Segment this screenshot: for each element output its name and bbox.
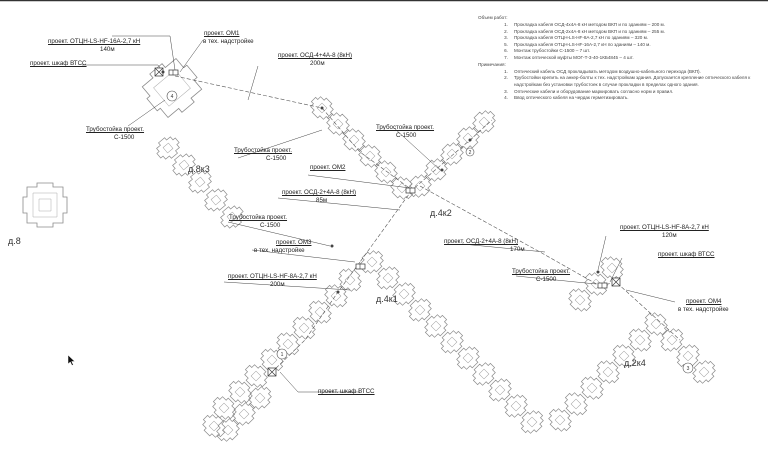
building-top-left bbox=[141, 57, 203, 119]
work-item: 5.Прокладка кабеля ОТЦН-LS-HF-16А-2,7 кН… bbox=[504, 41, 651, 47]
notes-block: Объем работ: 1.Прокладка кабеля ОСД-4х4А… bbox=[478, 15, 768, 102]
pipe-stand-5 bbox=[596, 270, 600, 274]
building-d2k4 bbox=[544, 252, 720, 436]
om2-coupler bbox=[405, 187, 416, 194]
stair-bubble-4: 4 bbox=[171, 94, 174, 100]
remark-item: 4.Ввод оптического кабеля на чердак герм… bbox=[504, 95, 629, 101]
building-lower-arm bbox=[212, 382, 276, 446]
label-osd2-170-length: 170м bbox=[510, 246, 525, 253]
stair-bubble-1-circle bbox=[276, 348, 288, 360]
label-pipe-stand-4: Трубостойка проект. bbox=[229, 214, 288, 221]
pipe-stand-4 bbox=[330, 244, 334, 248]
label-pipe-stand-5-sub: С-1500 bbox=[536, 276, 557, 283]
label-osd2-85-length: 85м bbox=[316, 197, 328, 204]
remark-item: 2.Трубостойки крепить на анкер-болты к т… bbox=[504, 75, 751, 87]
label-otcn8-120: проект. ОТЦН-LS-HF-8А-2,7 кН bbox=[620, 224, 709, 231]
pipe-stand-7 bbox=[336, 290, 340, 294]
label-osd4: проект. ОСД-4+4А-8 (8кН) bbox=[278, 52, 353, 59]
building-label-d4k2: д.4к2 bbox=[430, 208, 452, 218]
pipe-stand-3 bbox=[440, 168, 444, 172]
building-label-d4k1: д.4к1 bbox=[376, 294, 398, 304]
label-pipe-stand-3: Трубостойка проект. bbox=[234, 147, 293, 154]
mouse-cursor-icon bbox=[68, 355, 76, 366]
stair-bubble-3-circle bbox=[682, 362, 694, 374]
om4-coupler bbox=[597, 282, 608, 289]
label-osd2-85: проект. ОСД-2+4А-8 (8кН) bbox=[282, 189, 357, 196]
cable-route-osd4 bbox=[174, 75, 323, 109]
remarks-title: Примечания: bbox=[478, 61, 506, 67]
cable-route-otcn8-120 bbox=[599, 281, 681, 341]
stair-bubble-3: 3 bbox=[687, 366, 690, 372]
stair-bubble-4-circle bbox=[166, 90, 178, 102]
cable-route-osd2-170 bbox=[419, 185, 601, 287]
label-pipe-stand-2: Трубостойка проект. bbox=[376, 124, 435, 131]
label-pipe-stand-2-sub: С-1500 bbox=[396, 132, 417, 139]
label-otcn8-120-length: 120м bbox=[662, 232, 677, 239]
work-scope-title: Объем работ: bbox=[478, 15, 508, 20]
label-om4: проект. ОМ4 bbox=[686, 298, 722, 305]
label-pipe-stand-4-sub: С-1500 bbox=[260, 222, 281, 229]
label-pipe-stand-1-sub: С-1500 bbox=[114, 134, 135, 141]
building-d8 bbox=[22, 182, 68, 228]
label-pipe-stand-1: Трубостойка проект. bbox=[86, 126, 145, 133]
label-otcn16: проект. ОТЦН-LS-HF-16А-2,7 кН bbox=[48, 38, 141, 45]
label-otcn8-200-length: 200м bbox=[270, 281, 285, 288]
pipe-stand-6 bbox=[468, 138, 472, 142]
label-osd2-170: проект. ОСД-2+4А-8 (8кН) bbox=[444, 238, 519, 245]
label-vtss-top: проект. шкаф ВТСС bbox=[30, 60, 87, 67]
label-vtss-bottom: проект. шкаф ВТСС bbox=[318, 388, 375, 395]
building-label-d8: д.8 bbox=[8, 236, 21, 246]
work-item: 2.Прокладка кабеля ОСД-2х4А-8 кН методом… bbox=[504, 28, 665, 34]
label-otcn8-200: проект. ОТЦН-LS-HF-8А-2,7 кН bbox=[228, 273, 317, 280]
label-om1-sub: в тех. надстройке bbox=[203, 38, 254, 45]
remark-item: 3.Оптические кабели и оборудование марки… bbox=[504, 88, 674, 94]
work-item: 7.Монтаж оптической муфты МОГ-Т-3-40-1КБ… bbox=[504, 55, 634, 61]
pipe-stand-2 bbox=[320, 106, 324, 110]
label-om4-sub: в тех. надстройке bbox=[678, 306, 729, 313]
label-osd4-length: 200м bbox=[310, 60, 325, 67]
remark-item: 1.Оптический кабель ОСД прокладывать мет… bbox=[504, 68, 701, 74]
label-pipe-stand-5: Трубостойка проект. bbox=[512, 268, 571, 275]
building-label-d2k4: д.2к4 bbox=[624, 358, 646, 368]
stair-bubble-1: 1 bbox=[281, 352, 284, 358]
label-om1: проект. ОМ1 bbox=[204, 30, 240, 37]
label-vtss-right: проект. шкаф ВТСС bbox=[658, 251, 715, 258]
work-item: 6.Монтаж трубостойки С-1500 – 7 шт. bbox=[504, 48, 590, 54]
work-item: 1.Прокладка кабеля ОСД-4х4А-8 кН методом… bbox=[504, 22, 665, 28]
cable-route-otcn8-200 bbox=[271, 261, 361, 373]
label-pipe-stand-3-sub: С-1500 bbox=[266, 155, 287, 162]
label-om3-sub: в тех. надстройке bbox=[254, 247, 305, 254]
om1-coupler bbox=[168, 69, 179, 76]
label-otcn16-length: 140м bbox=[100, 46, 115, 53]
stair-bubble-2: 2 bbox=[469, 150, 472, 156]
building-label-d8k3: д.8к3 bbox=[188, 164, 210, 174]
pipe-stand-1 bbox=[161, 70, 165, 74]
label-om3: проект. ОМ3 bbox=[276, 239, 312, 246]
work-item: 3.Прокладка кабеля ОТЦН-LS-HF-8А-2,7 кН … bbox=[504, 35, 649, 41]
stair-bubble-2-circle bbox=[465, 147, 475, 157]
label-om2: проект. ОМ2 bbox=[310, 164, 346, 171]
cable-route-osd2-85 bbox=[359, 189, 413, 263]
building-central-diagonal bbox=[356, 246, 548, 438]
om3-coupler bbox=[355, 263, 366, 270]
